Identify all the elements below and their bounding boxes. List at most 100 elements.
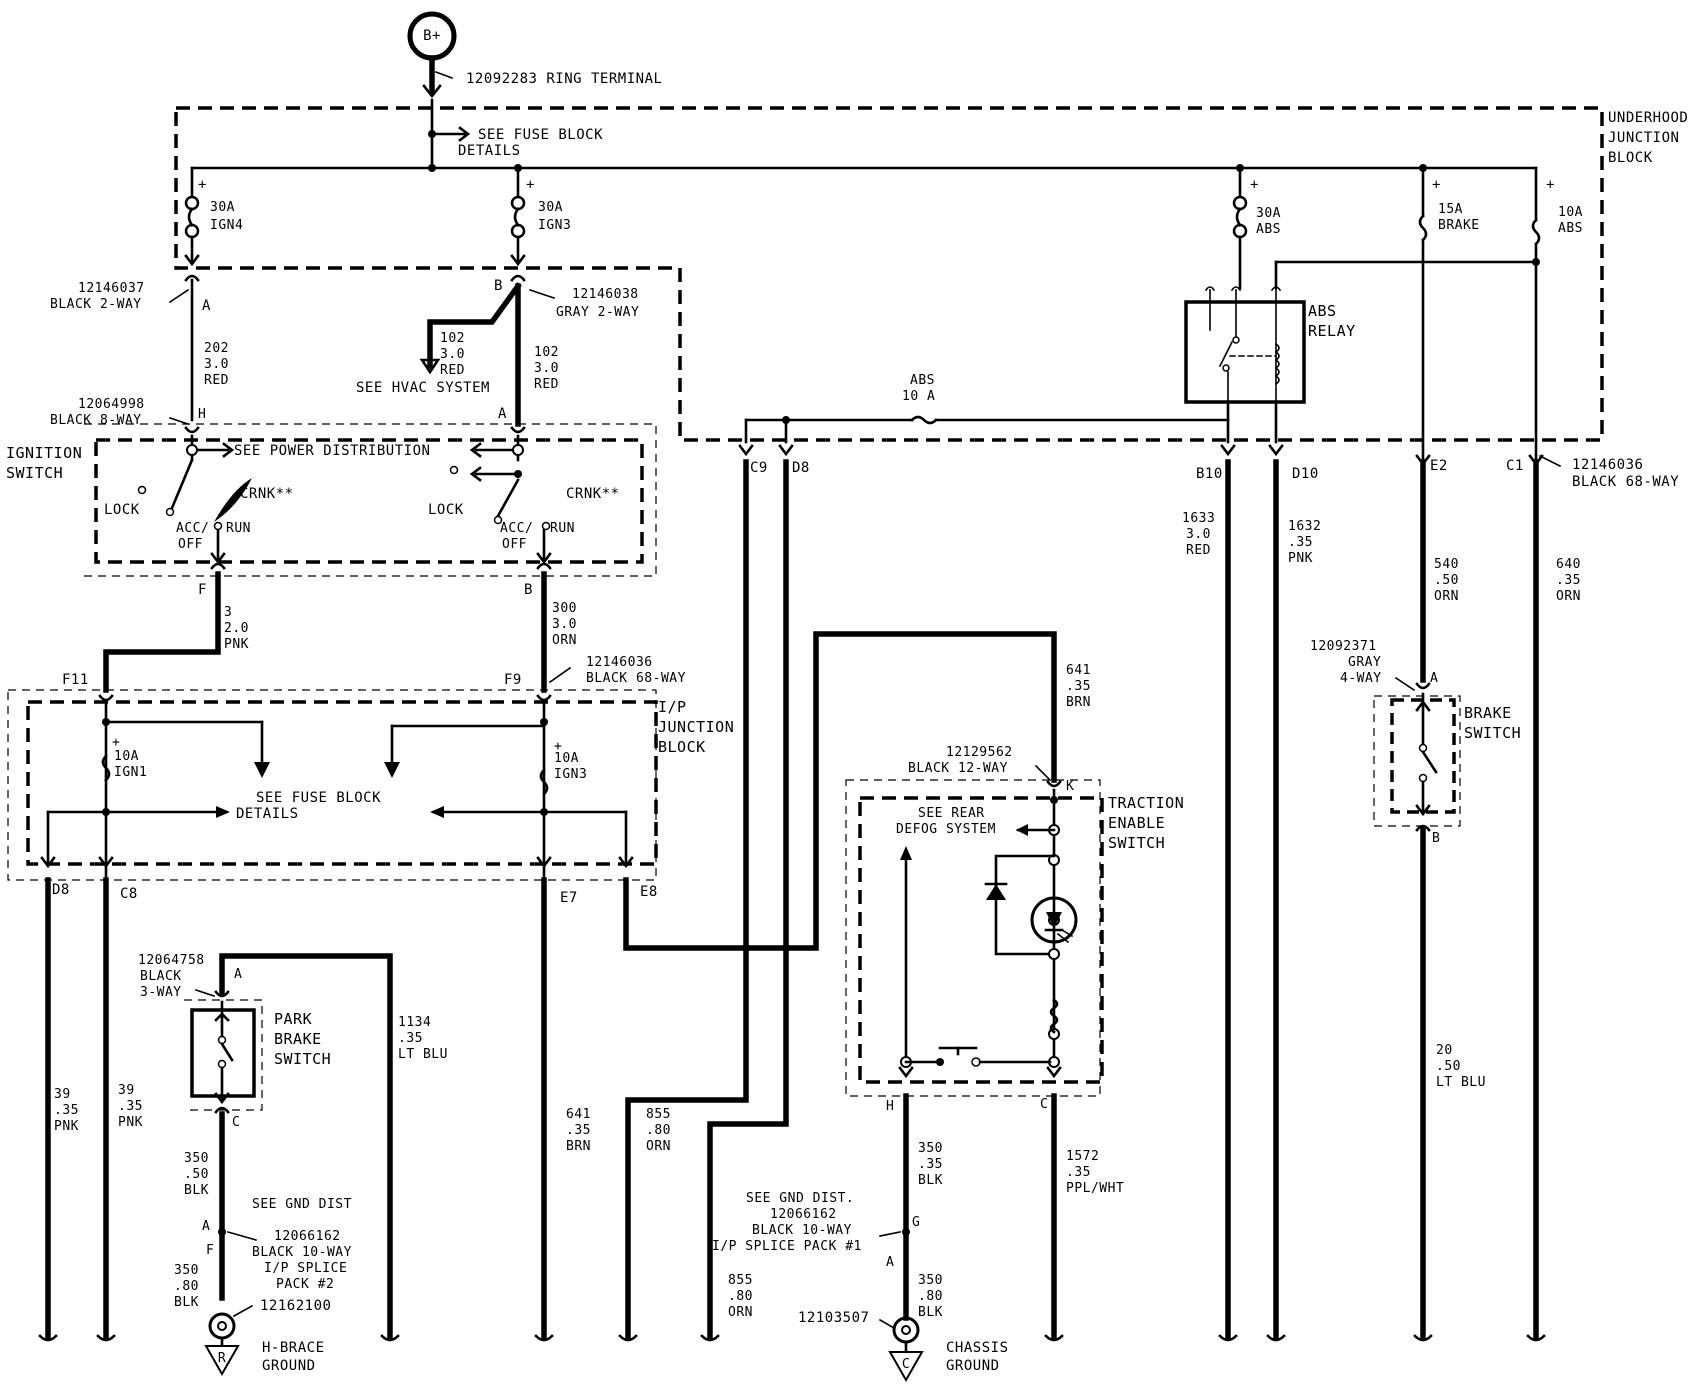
pin-d10: D10 bbox=[1292, 466, 1319, 482]
fuse-abs30-rating: 30A bbox=[1256, 206, 1281, 221]
fuse-ign3-ip-name: IGN3 bbox=[554, 767, 587, 782]
wire-1632-num: 1632 bbox=[1288, 519, 1321, 534]
wire-350-hbrace-gauge: .80 bbox=[174, 1279, 199, 1294]
park-connector-part: 12064758 bbox=[138, 953, 205, 968]
park-brake-label-1: PARK bbox=[274, 1010, 312, 1028]
wire-350-traction-color: BLK bbox=[918, 1173, 943, 1188]
wire-540-gauge: .50 bbox=[1434, 573, 1459, 588]
pin-d8-under: D8 bbox=[792, 460, 810, 476]
wire-1134-color: LT BLU bbox=[398, 1047, 448, 1062]
wire-202-num: 202 bbox=[204, 341, 229, 356]
wire-350-park-gauge: .50 bbox=[184, 1167, 209, 1182]
ground-right-part: 12103507 bbox=[798, 1310, 869, 1326]
see-fuse-block-top-2: DETAILS bbox=[458, 143, 521, 159]
lock-left: LOCK bbox=[104, 502, 140, 518]
h-brace-ground-symbol bbox=[204, 1345, 240, 1377]
pin-b-ign: B bbox=[524, 582, 533, 598]
underhood-label-2: JUNCTION bbox=[1608, 130, 1679, 146]
wire-855a-gauge: .80 bbox=[646, 1123, 671, 1138]
wire-350-hbrace-num: 350 bbox=[174, 1263, 199, 1278]
traction-enable-switch-box bbox=[858, 796, 1104, 1084]
see-fuse-block-ip-2: DETAILS bbox=[236, 806, 299, 822]
splice2-pin-f: F bbox=[206, 1243, 214, 1258]
pin-c1: C1 bbox=[1506, 458, 1524, 474]
wire-3-color: PNK bbox=[224, 637, 249, 652]
plus-abs10: + bbox=[1546, 177, 1555, 193]
wire-20-gauge: .50 bbox=[1436, 1059, 1461, 1074]
pin-e7: E7 bbox=[560, 890, 578, 906]
connector-68-right-part: 12146036 bbox=[1572, 457, 1643, 473]
connector-gray-desc: GRAY 2-WAY bbox=[556, 305, 639, 320]
wire-350-traction-num: 350 bbox=[918, 1141, 943, 1156]
wire-39a-color: PNK bbox=[54, 1119, 79, 1134]
wire-202-color: RED bbox=[204, 373, 229, 388]
connector-68-ip-part: 12146036 bbox=[586, 655, 653, 670]
splice2-line-3: PACK #2 bbox=[276, 1277, 334, 1292]
ip-block-label-2: JUNCTION bbox=[658, 718, 734, 736]
wire-102-color: RED bbox=[534, 377, 559, 392]
splice2-line-2: I/P SPLICE bbox=[264, 1261, 347, 1276]
wire-1633-color: RED bbox=[1186, 543, 1211, 558]
connector-ign-pin-a: A bbox=[498, 406, 507, 422]
wire-641-bot-gauge: .35 bbox=[566, 1123, 591, 1138]
splice1-pin-g: G bbox=[912, 1215, 920, 1230]
wire-1632-color: PNK bbox=[1288, 551, 1313, 566]
see-power-distribution: SEE POWER DISTRIBUTION bbox=[234, 443, 430, 459]
traction-label-3: SWITCH bbox=[1108, 834, 1165, 852]
ground-left-name-2: GROUND bbox=[262, 1358, 316, 1374]
wire-300-num: 300 bbox=[552, 601, 577, 616]
connector-12way-desc: BLACK 12-WAY bbox=[908, 761, 1008, 776]
wire-540-num: 540 bbox=[1434, 557, 1459, 572]
traction-label-1: TRACTION bbox=[1108, 794, 1184, 812]
plus-ign1: + bbox=[112, 735, 120, 750]
connector-ign-desc: BLACK 8-WAY bbox=[50, 413, 142, 428]
wire-1572-color: PPL/WHT bbox=[1066, 1181, 1124, 1196]
b-plus-label: B+ bbox=[423, 28, 441, 44]
fuse-brake-name: BRAKE bbox=[1438, 218, 1480, 233]
abs-relay-label-1: ABS bbox=[1308, 302, 1337, 320]
plus-abs: + bbox=[1250, 177, 1259, 193]
see-hvac-system: SEE HVAC SYSTEM bbox=[356, 380, 490, 396]
wire-20-color: LT BLU bbox=[1436, 1075, 1486, 1090]
wire-102-num: 102 bbox=[534, 345, 559, 360]
ip-junction-block bbox=[26, 700, 658, 866]
wire-1633-gauge: 3.0 bbox=[1186, 527, 1211, 542]
see-gnd-dist-right-4: I/P SPLICE PACK #1 bbox=[712, 1239, 862, 1254]
ring-terminal-label: 12092283 RING TERMINAL bbox=[466, 71, 662, 87]
plus-brake: + bbox=[1432, 177, 1441, 193]
acc-left: ACC/ bbox=[176, 521, 209, 536]
brake-connector-part: 12092371 bbox=[1310, 639, 1377, 654]
wire-350-chassis-color: BLK bbox=[918, 1305, 943, 1320]
ground-right-name-1: CHASSIS bbox=[946, 1340, 1009, 1356]
wire-855b-gauge: .80 bbox=[728, 1289, 753, 1304]
crnk-right: CRNK** bbox=[566, 486, 620, 502]
indicator-lamp bbox=[1030, 896, 1078, 944]
pin-e8: E8 bbox=[640, 884, 658, 900]
wire-350-chassis-num: 350 bbox=[918, 1273, 943, 1288]
wire-350-hbrace-color: BLK bbox=[174, 1295, 199, 1310]
wire-3-num: 3 bbox=[224, 605, 232, 620]
park-brake-label-3: SWITCH bbox=[274, 1050, 331, 1068]
wire-39a-gauge: .35 bbox=[54, 1103, 79, 1118]
see-gnd-dist-right-3: BLACK 10-WAY bbox=[752, 1223, 852, 1238]
pin-f9: F9 bbox=[504, 672, 522, 688]
brake-connector-desc2: 4-WAY bbox=[1340, 671, 1382, 686]
plus-ign4: + bbox=[198, 177, 207, 193]
wire-640-num: 640 bbox=[1556, 557, 1581, 572]
wire-350-park-color: BLK bbox=[184, 1183, 209, 1198]
see-gnd-dist-left: SEE GND DIST bbox=[252, 1197, 352, 1212]
crnk-left: CRNK** bbox=[240, 486, 294, 502]
wire-102-hvac-gauge: 3.0 bbox=[440, 347, 465, 362]
splice2-part: 12066162 bbox=[274, 1229, 341, 1244]
pin-e2: E2 bbox=[1430, 458, 1448, 474]
fuse-abs30-name: ABS bbox=[1256, 222, 1281, 237]
wire-540-color: ORN bbox=[1434, 589, 1459, 604]
see-gnd-dist-right-2: 12066162 bbox=[770, 1207, 837, 1222]
wire-39b-color: PNK bbox=[118, 1115, 143, 1130]
connector-gray-pin: B bbox=[494, 278, 503, 294]
wire-855b-num: 855 bbox=[728, 1273, 753, 1288]
wire-641-top-color: BRN bbox=[1066, 695, 1091, 710]
pin-h-traction: H bbox=[886, 1099, 894, 1114]
brake-pin-a: A bbox=[1430, 671, 1438, 686]
